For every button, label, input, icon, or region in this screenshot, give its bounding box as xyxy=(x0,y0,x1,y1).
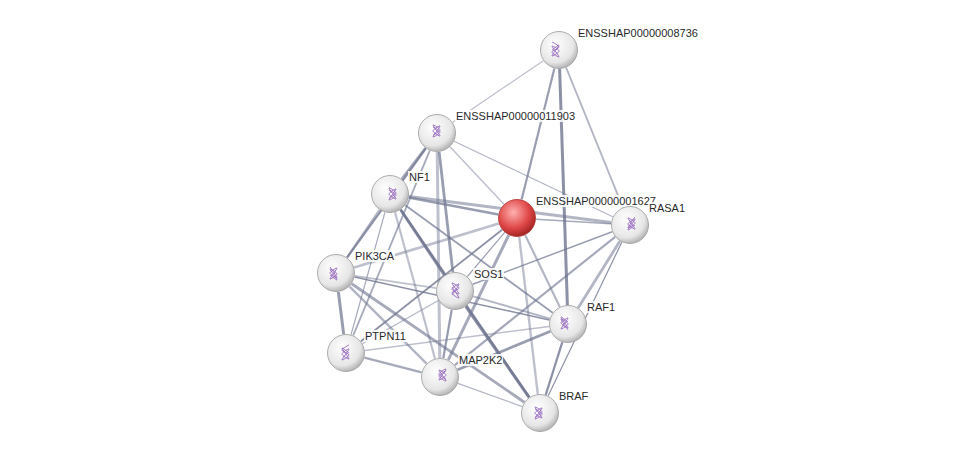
interaction-line xyxy=(363,300,439,343)
interaction-line xyxy=(458,383,522,406)
interaction-line xyxy=(443,310,451,359)
node-circle xyxy=(611,206,649,244)
node-circle xyxy=(540,31,578,69)
interaction-line xyxy=(458,331,551,369)
node-circle xyxy=(521,394,559,432)
interaction-line xyxy=(401,210,530,398)
interaction-line xyxy=(354,224,499,268)
node-label: BRAF xyxy=(558,390,589,402)
interaction-line xyxy=(566,68,623,208)
interaction-line xyxy=(473,296,550,318)
node-circle xyxy=(317,254,355,292)
interaction-line xyxy=(352,284,525,402)
interaction-line xyxy=(455,237,615,365)
interaction-line xyxy=(560,69,568,305)
node-label: NF1 xyxy=(408,171,431,183)
node-circle xyxy=(498,199,536,237)
protein-node: ENSSHAP00000011903 xyxy=(418,114,456,152)
interaction-line xyxy=(338,292,343,334)
node-circle xyxy=(549,305,587,343)
interaction-line xyxy=(437,152,440,358)
node-label: SOS1 xyxy=(473,268,504,280)
protein-node: ENSSHAP00000001627 xyxy=(498,199,536,237)
protein-node: RAF1 xyxy=(549,305,587,343)
interaction-line xyxy=(364,358,421,373)
node-label: MAP2K2 xyxy=(458,354,503,366)
node-label: PTPN11 xyxy=(364,330,407,342)
node-circle xyxy=(421,358,459,396)
node-label: ENSSHAP00000001627 xyxy=(535,195,657,207)
node-circle xyxy=(436,272,474,310)
node-circle xyxy=(327,334,365,372)
protein-node: NF1 xyxy=(371,175,409,213)
node-circle xyxy=(418,114,456,152)
interaction-line xyxy=(548,242,622,396)
interaction-line xyxy=(439,152,453,272)
node-label: RAF1 xyxy=(586,301,616,313)
interaction-line xyxy=(361,230,502,341)
node-label: RASA1 xyxy=(648,202,686,214)
interaction-line xyxy=(536,219,611,224)
protein-node: ENSSHAP00000008736 xyxy=(540,31,578,69)
protein-node: RASA1 xyxy=(611,206,649,244)
node-label: ENSSHAP00000008736 xyxy=(577,27,699,39)
interaction-line xyxy=(365,326,549,350)
protein-node: PTPN11 xyxy=(327,334,365,372)
protein-node: PIK3CA xyxy=(317,254,355,292)
interaction-line xyxy=(522,68,555,199)
interaction-line xyxy=(473,232,612,285)
protein-node: SOS1 xyxy=(436,272,474,310)
protein-node: BRAF xyxy=(521,394,559,432)
node-label: PIK3CA xyxy=(354,250,395,262)
interaction-line xyxy=(546,342,563,395)
node-label: ENSSHAP00000011903 xyxy=(455,110,576,122)
node-circle xyxy=(371,175,409,213)
protein-node: MAP2K2 xyxy=(421,358,459,396)
interaction-line xyxy=(347,148,426,257)
interaction-line xyxy=(450,147,504,204)
